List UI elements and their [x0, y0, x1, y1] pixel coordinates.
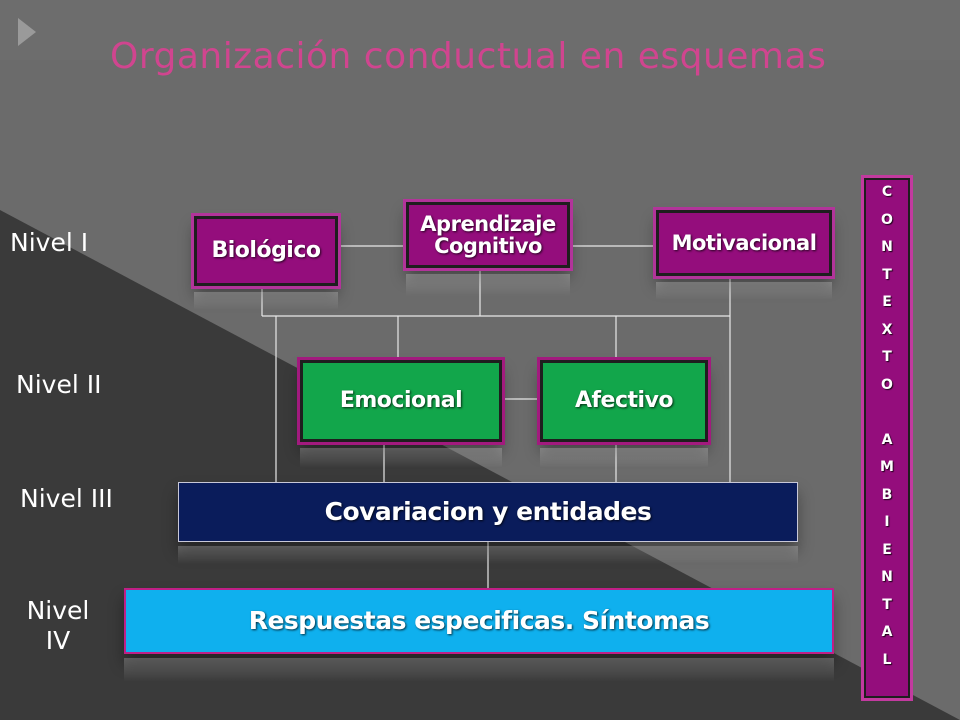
contexto-letter: L [882, 651, 892, 668]
contexto-letter: A [881, 624, 893, 640]
level-label-2: Nivel II [16, 370, 102, 399]
level-label-4-line1: Nivel [26, 596, 90, 625]
box-aprendizaje-line1: Aprendizaje [420, 211, 556, 236]
contexto-letter: O [881, 211, 893, 228]
contexto-letter: E [882, 294, 892, 310]
box-biologico: Biológico [194, 216, 338, 286]
contexto-letter: X [881, 321, 893, 338]
contexto-letter: B [881, 486, 893, 503]
contexto-letter: T [882, 266, 892, 283]
contexto-letter: I [884, 514, 890, 530]
level-label-4-line2: IV [45, 626, 71, 655]
level-label-1: Nivel I [10, 228, 89, 257]
contexto-letter: N [881, 239, 893, 255]
box-motivacional: Motivacional [656, 210, 832, 276]
box-covariacion: Covariacion y entidades [178, 482, 798, 542]
level-label-4: Nivel IV [22, 596, 94, 656]
box-aprendizaje-line2: Cognitivo [434, 234, 542, 258]
box-respuestas: Respuestas especificas. Síntomas [124, 588, 834, 654]
contexto-letter: O [881, 376, 893, 393]
level-label-3: Nivel III [20, 484, 113, 513]
contexto-letter: A [881, 431, 893, 448]
contexto-letter: T [882, 596, 892, 613]
slide-title: Organización conductual en esquemas [110, 36, 827, 77]
box-emocional: Emocional [300, 360, 502, 442]
box-afectivo: Afectivo [540, 360, 708, 442]
contexto-letter: T [882, 349, 892, 365]
contexto-letter: M [880, 459, 894, 475]
contexto-letter: N [881, 569, 893, 585]
contexto-letter: C [881, 184, 893, 200]
box-aprendizaje-cognitivo: Aprendizaje Cognitivo [406, 202, 570, 268]
contexto-letter: E [882, 541, 892, 558]
bullet-arrow-icon [18, 18, 36, 46]
